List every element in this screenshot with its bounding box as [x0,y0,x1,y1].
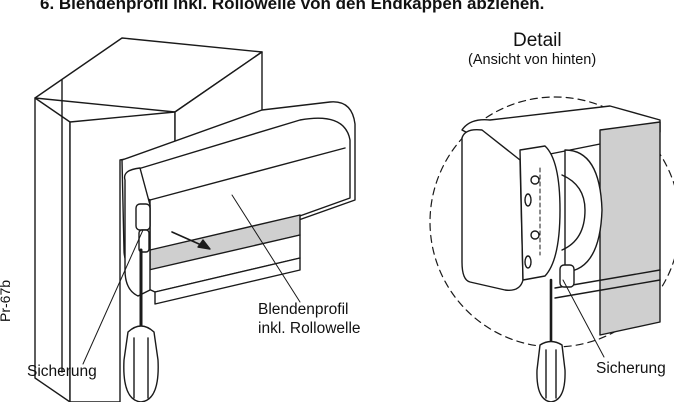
leader-sicherung-right [563,280,604,357]
screwdriver-left [124,250,158,402]
detail-hole [531,231,539,239]
detail-subtitle: (Ansicht von hinten) [468,52,597,68]
pull-arrow-head [198,240,210,249]
detail-slot [525,256,531,268]
detail-hole [531,176,539,184]
detail-view [462,106,660,335]
end-cap-left [125,168,150,296]
detail-roller [565,150,602,272]
bottom-rail-front [155,258,300,304]
sicherung-label-left: Sicherung [27,363,97,380]
blind-cassette [122,102,355,304]
instruction-text: 6. Blendenprofil inkl. Rollowelle von de… [40,0,545,13]
clip-body [136,204,150,230]
window-frame [35,38,262,402]
screwdriver-right [537,280,565,402]
figure-code: Pr-67b [0,279,13,322]
screwdriver-handle [124,326,158,402]
detail-title: Detail [513,30,562,51]
detail-roller-inner [562,175,585,250]
screwdriver-handle [537,342,565,402]
leader-blendenprofil [232,195,300,302]
detail-clip [560,265,574,287]
clip-tab [139,230,149,252]
sicherung-label-right: Sicherung [596,360,666,377]
blendenprofil-label-line2: inkl. Rollowelle [258,320,361,337]
blendenprofil-label: Blendenprofil [258,301,349,318]
detail-rail [555,280,660,298]
detail-fabric [600,122,660,335]
detail-end-cap [462,130,523,291]
frame-outer-side [35,98,70,402]
leader-sicherung-left [83,230,143,364]
detail-slot [525,194,531,206]
